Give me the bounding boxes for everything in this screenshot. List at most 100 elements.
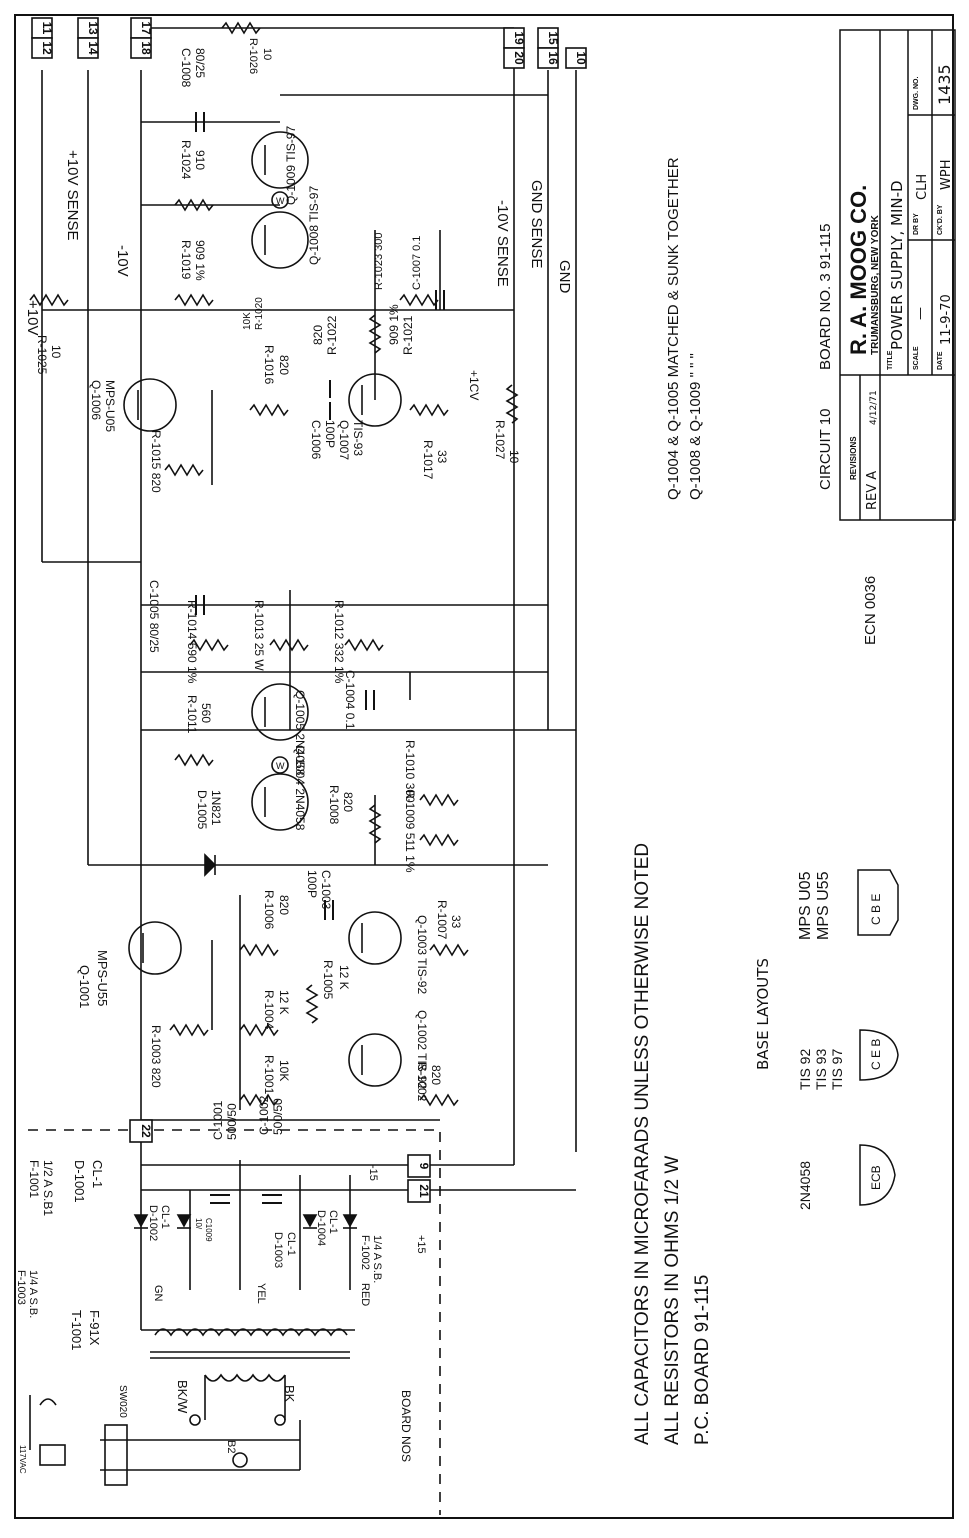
r1016-value: 820 [277,355,291,375]
r1025-value: 10 [49,345,63,359]
plus10v-label: +10V [24,300,41,335]
r1012-label: R-1012 332 1% [332,600,346,684]
r1008-name: R-1008 [327,785,341,825]
f1003-value: 1/4 A S.B. [27,1270,39,1318]
r1021-name: R-1021 [401,315,415,355]
c1004-label: C-1004 0.1 [343,670,357,730]
r1006-value: 820 [277,895,291,915]
q1002-label: Q-1002 TIS-92 [415,1010,429,1089]
t1001-value: F-91X [87,1310,102,1346]
matching-notes: Q-1004 & Q-1005 MATCHED & SUNK TOGETHER … [665,157,704,500]
scale-field-label: SCALE [913,346,920,370]
terminal-16: 16 [546,51,560,65]
r1005-value: 12 K [337,965,351,990]
terminal-18: 18 [139,41,153,55]
r1026-name: R-1026 [247,38,259,74]
r1008-value: 820 [341,792,355,812]
minus10v-sense-label: -10V SENSE [494,200,511,287]
board-label: BOARD NO. 3 91-115 [817,224,834,370]
base-layouts-title: BASE LAYOUTS [754,958,772,1070]
r1017-name: R-1017 [421,440,435,480]
base-group3-pins: C B E [869,894,883,925]
f1001-value: 1/2 A S.B1 [41,1160,55,1216]
plus10v-sense-label: +10V SENSE [64,150,81,240]
terminal-11: 11 [40,22,54,35]
f1001-name: F-1001 [27,1160,41,1198]
plus15-label: +15 [415,1235,427,1254]
dr-by-value: CLH [915,174,930,200]
gnd-label: GND [556,260,573,294]
r1014-label: R-1014 590 1% [185,600,199,684]
red-label: RED [359,1283,371,1306]
terminal-10: 10 [574,51,588,65]
r1011-value: 560 [199,703,213,723]
note-line-3: P.C. BOARD 91-115 [692,1275,713,1445]
title-field-label: TITLE [887,350,894,370]
c1002-value: 500/50 [271,1098,285,1135]
scale-value: — [913,307,928,320]
base-group2-part1: TIS 92 [797,1049,813,1090]
general-notes: ALL CAPACITORS IN MICROFARADS UNLESS OTH… [632,843,713,1445]
dwg-no-value: 1435 [935,64,954,105]
r1002-value: 820 [429,1065,443,1085]
c1009-name: C1009 [204,1218,213,1242]
terminal-boxes [31,17,587,1203]
c1003-value: 100P [305,870,319,898]
f1002-name: F-1002 [359,1235,371,1270]
bk-label: BK [282,1385,297,1403]
gn-label: GN [152,1285,164,1302]
base-group1-outline [859,1144,896,1206]
company-location: TRUMANSBURG, NEW YORK [870,214,881,355]
t1001-name: T-1001 [69,1310,84,1350]
c1006-value: 100P [323,420,337,448]
capacitors [195,112,445,1204]
q1005-label: Q-1005 2N4058 [293,690,307,776]
company-name: R. A. MOOG CO. [846,185,871,355]
r1004-value: 12 K [277,990,291,1015]
terminal-17: 17 [139,21,153,35]
base-group2-outline [859,1029,899,1081]
q1009-label: Q-1009 TIS-97 [284,126,298,205]
r1023-label: R-1023 300 [373,233,385,291]
rail-labels: +10V +10V SENSE -10V -10V SENSE GND SENS… [24,150,573,1254]
dwg-no-field-label: DWG. NO. [913,77,920,110]
line-label: 117VAC [18,1445,27,1474]
c1005-label: C-1005 80/25 [147,580,161,653]
terminal-labels: 11 12 13 14 17 18 19 20 15 16 10 22 9 21 [40,21,588,1198]
base-group2-part3: TIS 97 [829,1049,845,1090]
q1008-label: Q-1008 TIS-97 [307,186,321,265]
base-group1-pins: ECB [869,1165,883,1190]
c1006-name: C-1006 [309,420,323,460]
r1015-label: R-1015 820 [149,430,163,493]
q1007-name: Q-1007 [337,420,351,460]
d1004-value: CL-1 [327,1210,339,1234]
r1025-name: R-1025 [35,335,49,375]
terminal-14: 14 [86,41,100,55]
r1001-name: R-1001 [262,1055,276,1095]
terminal-20: 20 [512,51,526,65]
gnd-sense-label: GND SENSE [528,180,545,268]
r1022-name: R-1022 [325,315,339,355]
b2-label: B2 [225,1440,237,1453]
minus10v-label: -10V [114,245,131,277]
circuit-label: CIRCUIT 10 [817,409,834,490]
plus-cv-label: +1CV [467,370,481,400]
board-nos-label: BOARD NOS [399,1390,413,1462]
r1027-value: 10 [507,450,521,464]
matching-note-2: Q-1008 & Q-1009 " " " [687,353,704,500]
drawing-title: POWER SUPPLY, MIN-D [888,180,906,350]
terminal-22: 22 [139,1124,153,1138]
transformer [29,1328,350,1486]
r1020-value: 10K [242,312,253,330]
terminal-9: 9 [417,1163,431,1170]
terminal-13: 13 [86,21,100,35]
component-labels: F-1003 1/4 A S.B. T-1001 F-91X SW020 117… [15,38,521,1474]
rev-value: REV A [865,471,880,510]
dr-by-field-label: DR BY [913,213,920,235]
d1003-value: CL-1 [285,1232,297,1256]
r1019-name: R-1019 [179,240,193,280]
date-field-label: DATE [937,351,944,370]
r1005-name: R-1005 [321,960,335,1000]
q1006-name: Q-1006 [89,380,103,420]
